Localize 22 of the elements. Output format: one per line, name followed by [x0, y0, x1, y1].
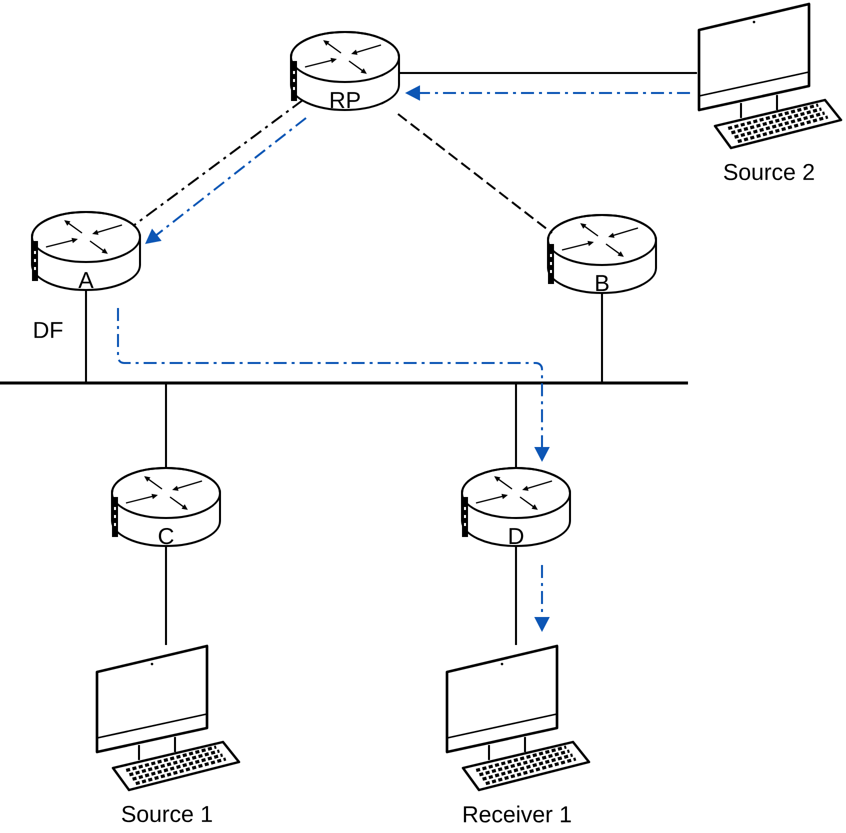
link-line — [399, 72, 697, 74]
link-line — [132, 99, 304, 227]
computer-label: Source 2 — [724, 164, 814, 180]
computer-drawing — [698, 2, 842, 150]
network-bus — [0, 382, 688, 384]
router: B — [547, 214, 657, 294]
link-line — [515, 383, 517, 468]
router: A — [31, 211, 141, 291]
computer-label: Source 1 — [122, 806, 212, 822]
port-label: DF — [34, 322, 62, 338]
router: RP — [290, 31, 400, 111]
computer-label: Receiver 1 — [464, 806, 571, 822]
router: D — [461, 467, 571, 547]
link-line — [85, 290, 87, 383]
link-line — [397, 113, 553, 234]
router: C — [111, 467, 221, 547]
link-line — [165, 547, 167, 645]
link-line — [165, 383, 167, 468]
computer-drawing — [96, 644, 240, 792]
computer-drawing — [446, 644, 590, 792]
link-line — [515, 547, 517, 645]
link-line — [601, 293, 603, 383]
